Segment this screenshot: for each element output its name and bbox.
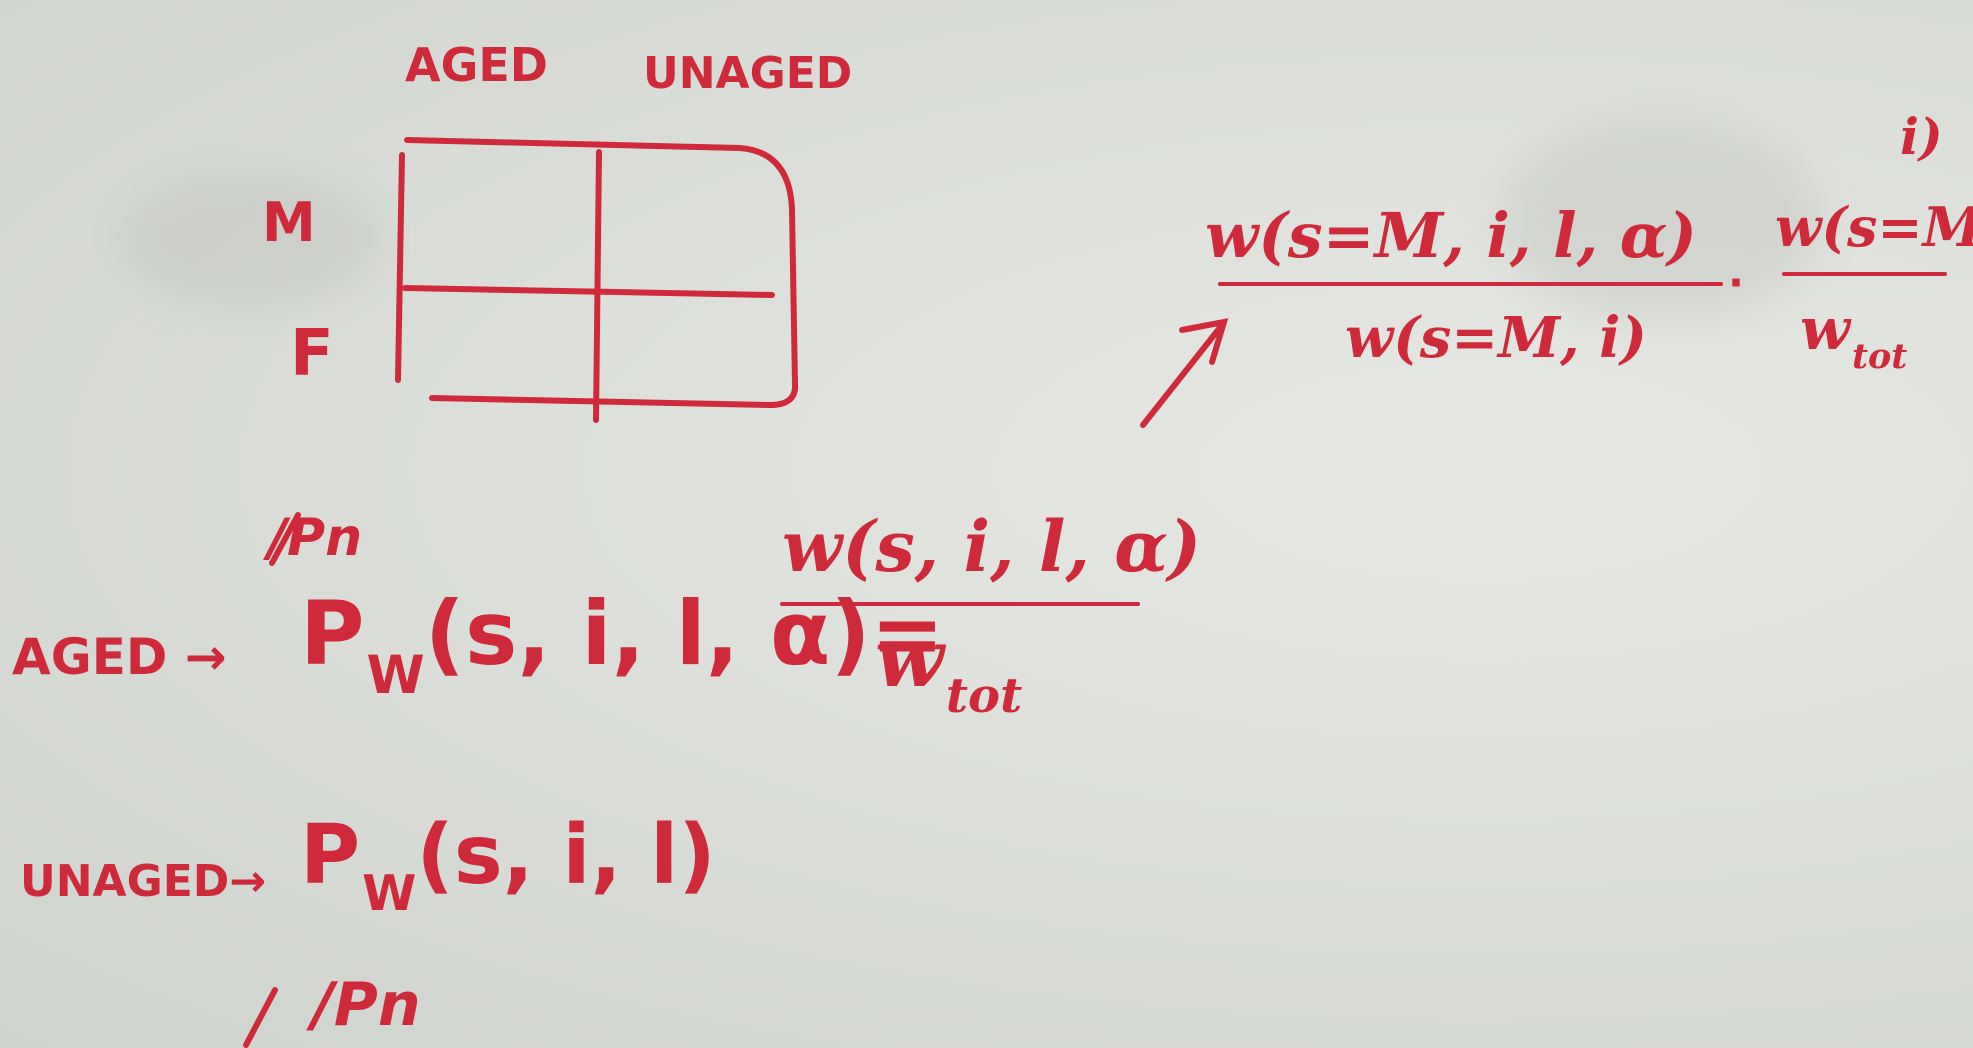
aged-denominator: wtot (875, 618, 1022, 720)
aged-lhs: PW(s, i, l, α)= (300, 590, 944, 702)
right-fraction-2-numerator: w(s=M (1775, 195, 1973, 259)
aged-lhs-args: (s, i, l, α)= (424, 582, 945, 685)
aged-arrow-label: AGED → (12, 628, 227, 686)
unaged-lhs-p: P (300, 808, 361, 903)
aged-fraction-bar (780, 602, 1140, 606)
aged-lhs-sub: W (366, 645, 425, 707)
unaged-lhs-args: (s, i, l) (416, 808, 716, 903)
column-header-unaged: UNAGED (643, 48, 853, 99)
smudge (1500, 120, 1820, 320)
aged-denominator-sub: tot (945, 668, 1023, 725)
aged-lhs-p: P (300, 582, 365, 685)
right-fraction-2-denominator: wtot (1800, 300, 1907, 374)
pn-note-bottom: /Pn (312, 970, 421, 1040)
right-fraction-2-denominator-w: w (1800, 295, 1850, 363)
right-fraction-1-bar (1218, 282, 1723, 286)
aged-numerator: w(s, i, l, α) (782, 505, 1202, 588)
unaged-lhs: PW(s, i, l) (300, 815, 716, 918)
multiply-dot: · (1728, 258, 1744, 307)
right-fraction-1-denominator: w(s=M, i) (1345, 305, 1647, 371)
right-fraction-1-numerator: w(s=M, i, l, α) (1205, 199, 1697, 272)
pn-note-top: /Pn (268, 508, 363, 568)
row-header-f: F (290, 317, 334, 391)
smudge (120, 170, 380, 310)
unaged-arrow-label: UNAGED→ (20, 856, 267, 907)
right-fraction-2-superscript: i) (1900, 107, 1943, 166)
row-header-m: M (262, 191, 316, 254)
right-fraction-2-bar (1782, 272, 1947, 276)
unaged-lhs-sub: W (362, 864, 417, 923)
column-header-aged: AGED (405, 38, 548, 92)
right-fraction-2-denominator-sub: tot (1851, 336, 1908, 378)
aged-denominator-w: w (875, 611, 944, 705)
